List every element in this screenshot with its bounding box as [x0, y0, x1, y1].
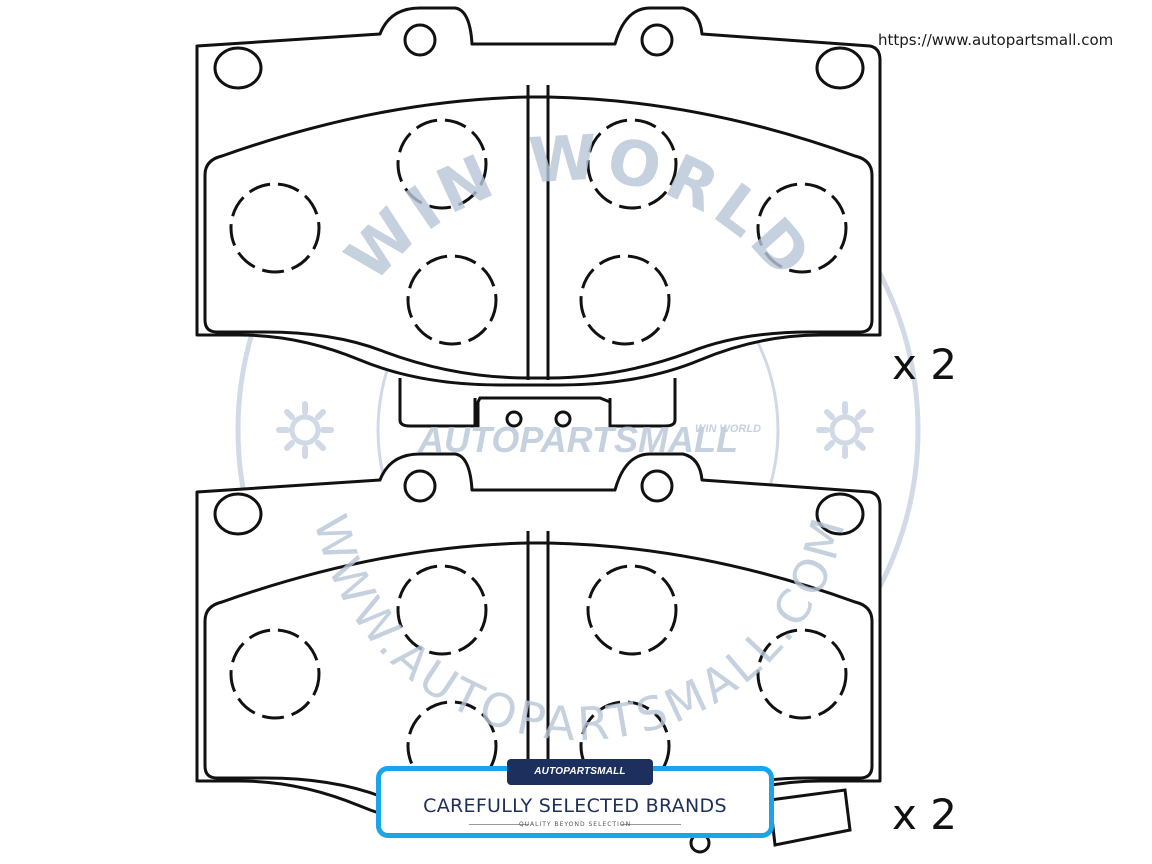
quantity-label-top: x 2	[892, 340, 957, 389]
gear-icon-left	[279, 404, 331, 456]
brake-pad-bottom	[195, 452, 882, 854]
badge-logo: AUTOPARTSMALL	[507, 759, 653, 785]
gear-icon-right	[819, 404, 871, 456]
badge-title: CAREFULLY SELECTED BRANDS	[423, 795, 727, 817]
badge-divider-right	[621, 824, 681, 825]
site-url: https://www.autopartsmall.com	[878, 31, 1114, 49]
watermark-brand-small: WIN WORLD	[695, 423, 761, 435]
watermark-brand-main: AUTOPARTSMALL	[417, 419, 738, 460]
badge-subtitle: QUALITY BEYOND SELECTION	[518, 821, 632, 828]
brake-pad-top	[195, 6, 882, 428]
brand-badge: AUTOPARTSMALL CAREFULLY SELECTED BRANDS …	[376, 759, 774, 838]
quantity-label-bottom: x 2	[892, 790, 957, 839]
badge-divider-left	[469, 824, 529, 825]
